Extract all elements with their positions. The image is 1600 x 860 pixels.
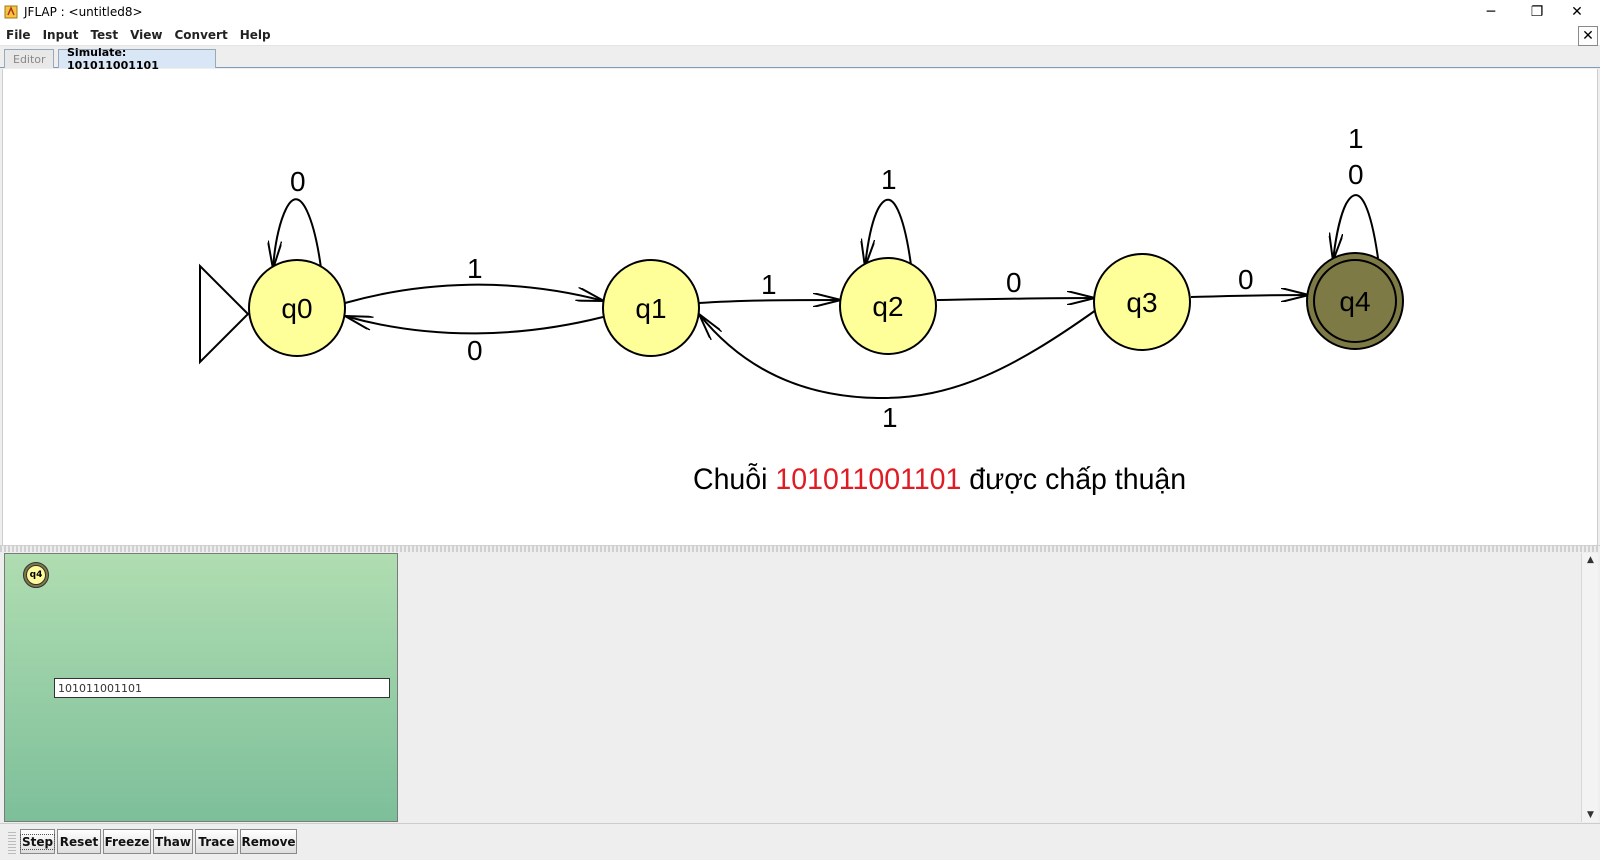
reset-button[interactable]: Reset [57,829,101,854]
jflap-app-icon [4,5,18,19]
simulation-toolbar: Step Reset Freeze Thaw Trace Remove [0,823,1600,860]
menu-input[interactable]: Input [42,27,79,42]
state-label: q0 [281,293,312,324]
transition-label: 0 [290,166,306,197]
automaton-diagram: 0 1 0 1 1 0 1 [199,123,1404,433]
trace-button[interactable]: Trace [195,829,238,854]
transition-q4-q4: 1 0 [1333,123,1379,261]
caption-suffix: được chấp thuận [969,463,1187,496]
transition-label: 0 [467,335,483,366]
state-q3[interactable]: q3 [1093,253,1191,351]
restore-button[interactable]: ❐ [1514,0,1560,24]
tab-simulate[interactable]: Simulate: 101011001101 [58,46,216,72]
state-q1[interactable]: q1 [602,259,700,357]
close-tab-button[interactable]: ✕ [1578,26,1598,46]
transition-q1-q0: 0 [345,316,604,366]
state-label: q3 [1126,287,1157,318]
thaw-button[interactable]: Thaw [153,829,193,854]
acceptance-caption: Chuỗi 101011001101 được chấp thuận [693,463,1186,497]
scroll-down-icon[interactable]: ▼ [1587,810,1594,820]
menu-file[interactable]: File [6,27,31,42]
transition-label: 1 [881,164,897,195]
close-icon: ✕ [1582,28,1594,44]
configuration-panel[interactable]: q4 101011001101 [4,553,398,822]
state-q2[interactable]: q2 [839,257,937,355]
state-label: q1 [635,293,666,324]
close-icon: ✕ [1571,4,1583,20]
transition-label-bottom: 0 [1348,159,1364,190]
current-state-label: q4 [26,565,46,585]
transition-label: 0 [1238,264,1254,295]
minimize-icon: ─ [1486,4,1496,20]
transition-q2-q2: 1 [865,164,912,267]
step-button-label: Step [19,833,56,850]
automaton-canvas[interactable]: 0 1 0 1 1 0 1 [2,69,1598,545]
transition-label: 0 [1006,267,1022,298]
state-label: q4 [1339,286,1370,317]
transition-label: 1 [882,402,898,433]
vertical-scrollbar[interactable]: ▲ ▼ [1581,553,1598,822]
toolbar-grip[interactable] [8,832,16,854]
menu-view[interactable]: View [130,27,163,42]
restore-icon: ❐ [1530,4,1544,20]
minimize-button[interactable]: ─ [1468,0,1514,24]
menu-convert[interactable]: Convert [174,27,228,42]
input-tape: 101011001101 [54,678,390,698]
transition-q1-q2: 1 [698,269,841,303]
transition-q0-q1: 1 [344,253,604,304]
title-bar: JFLAP : <untitled8> ─ ❐ ✕ [0,0,1600,24]
scroll-up-icon[interactable]: ▲ [1587,555,1594,565]
state-label: q2 [872,291,903,322]
transition-label: 1 [761,269,777,300]
window-title: JFLAP : <untitled8> [24,5,143,19]
step-button[interactable]: Step [19,829,56,854]
caption-prefix: Chuỗi [693,463,768,496]
tab-simulate-label: Simulate: 101011001101 [67,46,159,72]
tab-bar: Editor Simulate: 101011001101 [0,46,1600,72]
close-window-button[interactable]: ✕ [1554,0,1600,24]
state-q4-final[interactable]: q4 [1306,252,1404,350]
caption-input-string: 101011001101 [775,463,962,496]
freeze-button[interactable]: Freeze [103,829,151,854]
current-state-icon: q4 [23,562,49,588]
split-pane-divider[interactable] [0,545,1600,552]
tab-editor-label: Editor [13,52,46,66]
transition-q3-q1: 1 [699,309,1097,433]
menu-help[interactable]: Help [239,27,271,42]
transition-q0-q0: 0 [273,166,322,269]
transition-label-top: 1 [1348,123,1364,154]
transition-label: 1 [467,253,483,284]
transition-q3-q4: 0 [1190,264,1309,297]
tab-editor[interactable]: Editor [4,49,54,68]
menu-test[interactable]: Test [90,27,119,42]
configuration-area [399,553,1581,822]
remove-button[interactable]: Remove [240,829,297,854]
transition-q2-q3: 0 [936,267,1095,300]
initial-state-marker [199,263,250,365]
state-q0[interactable]: q0 [248,259,346,357]
menu-bar: File Input Test View Convert Help ✕ [0,24,1600,46]
